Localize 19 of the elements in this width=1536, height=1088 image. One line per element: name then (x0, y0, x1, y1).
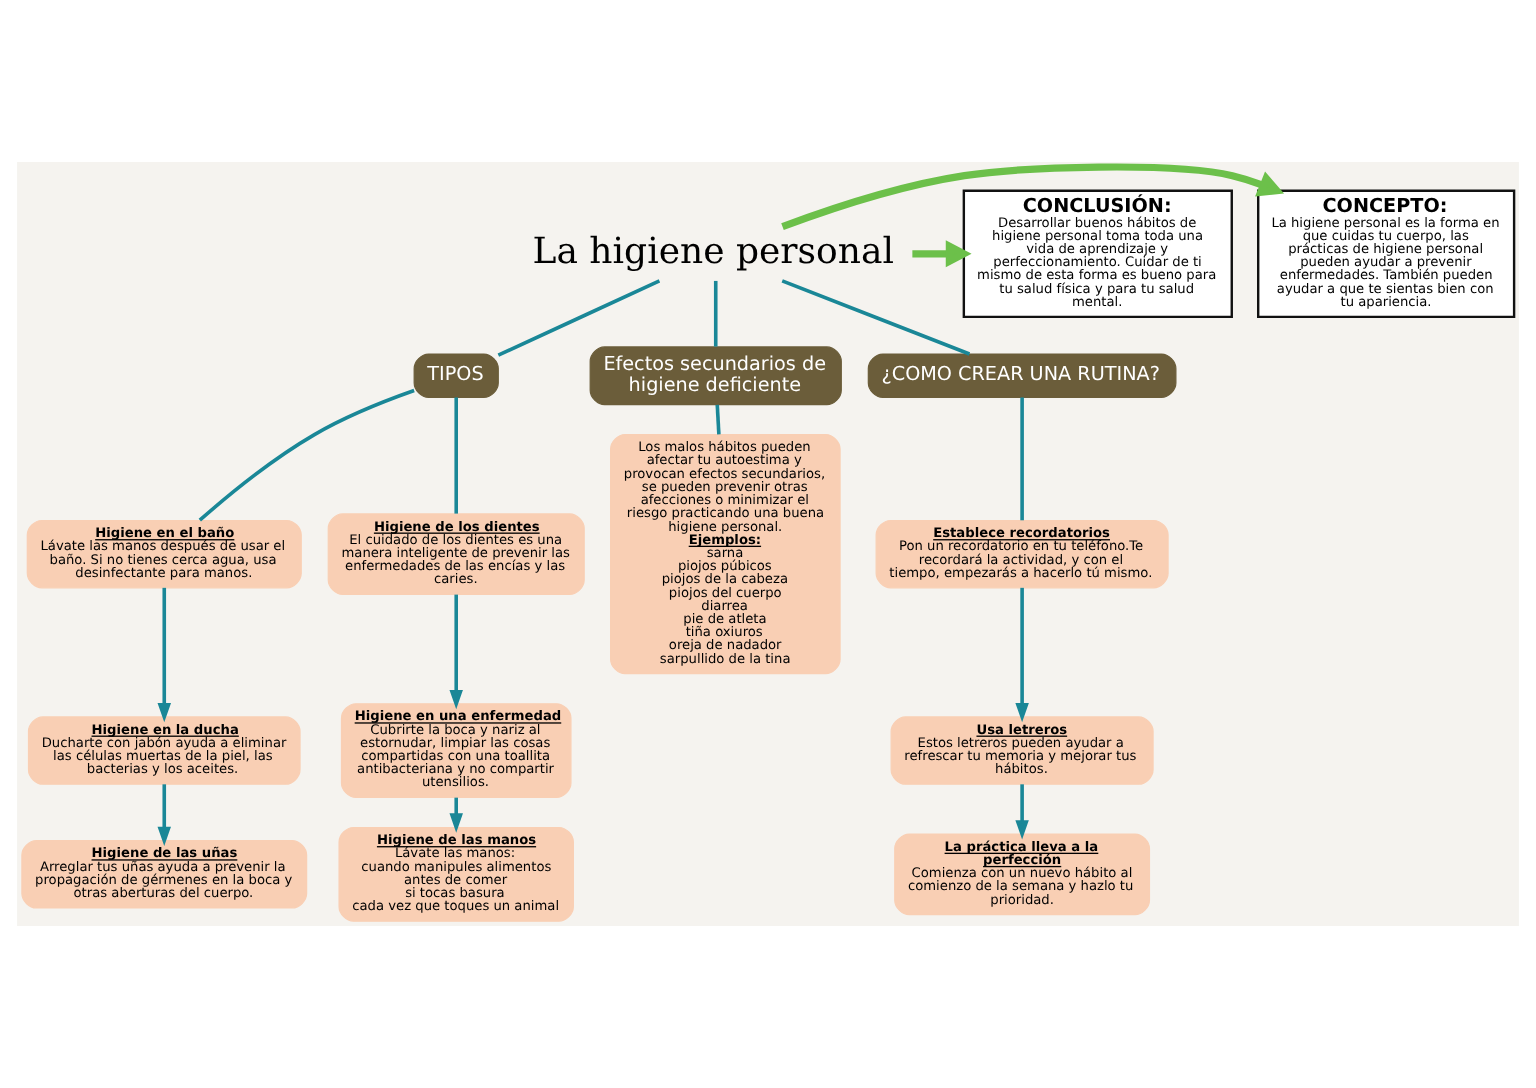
connector (1020, 397, 1024, 521)
arrow (781, 163, 1285, 231)
connector (713, 280, 718, 347)
node-box: ¿COMO CREAR UNA RUTINA? (867, 353, 1177, 398)
node-box: TIPOS (413, 353, 499, 398)
arrow (449, 797, 463, 833)
connector (715, 404, 721, 435)
connector (198, 388, 415, 522)
connector (454, 397, 459, 514)
node-box: Efectos secundarios de higiene deficiente (589, 346, 842, 406)
node-text: La higiene personal (532, 230, 895, 273)
arrow (449, 594, 463, 710)
connector (781, 279, 971, 356)
arrow (912, 240, 972, 268)
arrow (157, 587, 171, 723)
connector (497, 279, 661, 357)
arrow (1015, 587, 1029, 723)
arrow (1015, 784, 1029, 840)
arrow (157, 784, 171, 846)
